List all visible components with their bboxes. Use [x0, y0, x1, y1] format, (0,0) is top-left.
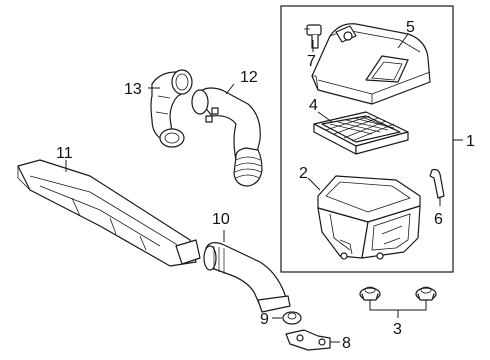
callout-6: 6 [434, 211, 443, 228]
inlet-duct-deflector [17, 159, 201, 267]
callout-13: 13 [124, 81, 142, 98]
leader-4 [317, 111, 333, 123]
callout-12: 12 [240, 69, 258, 86]
leader-12 [225, 83, 235, 95]
lower-inlet-duct [203, 242, 291, 313]
callout-9: 9 [260, 311, 269, 328]
intake-duct-bellows [191, 87, 263, 187]
drain-tube [429, 168, 445, 199]
callout-11: 11 [56, 145, 73, 162]
air-filter-element [313, 111, 409, 155]
leader-2 [307, 177, 321, 191]
isolator-right [415, 286, 437, 301]
isolator-left [359, 286, 381, 301]
callout-2: 2 [299, 165, 308, 182]
callout-10: 10 [212, 211, 230, 228]
leader-3 [369, 300, 427, 318]
air-cleaner-lower-housing [317, 175, 421, 260]
callout-1: 1 [466, 133, 475, 150]
callout-5: 5 [406, 19, 415, 36]
assembly-frame [280, 5, 454, 273]
callout-7: 7 [307, 53, 316, 70]
callout-4: 4 [309, 97, 318, 114]
callout-3: 3 [393, 321, 402, 338]
callout-8: 8 [342, 335, 351, 352]
resonator-tube [150, 69, 193, 148]
grommet [282, 311, 302, 325]
mounting-bracket [285, 329, 331, 351]
leader-5 [397, 33, 409, 49]
